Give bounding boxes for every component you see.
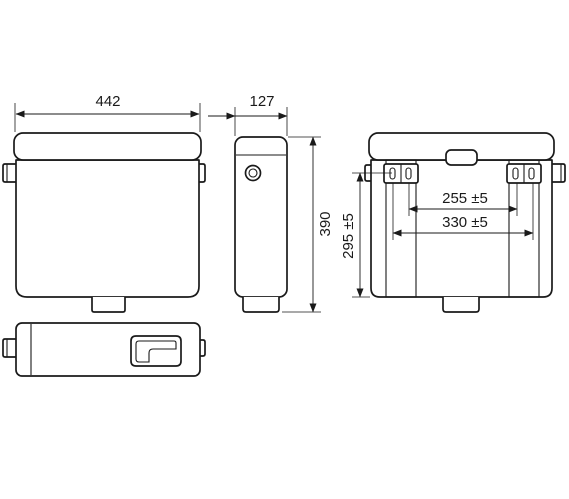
side-view: [234, 136, 288, 313]
front-cistern-lid: [13, 132, 202, 161]
width-dimension: 442: [14, 93, 201, 132]
inner-spacing-dimension: 255 ±5: [408, 183, 518, 216]
rear-left-bracket: [383, 163, 419, 184]
depth-label: 127: [249, 93, 274, 110]
rear-view: [364, 132, 566, 313]
rear-right-rail: [508, 159, 540, 298]
rear-right-inlet: [552, 163, 566, 183]
top-flush-button-inner: [135, 340, 177, 363]
front-left-inlet: [2, 163, 16, 183]
mount-height-label: 295 ±5: [340, 213, 357, 259]
top-left-inlet: [2, 338, 16, 358]
front-right-knob: [199, 163, 206, 183]
rear-lid-handle: [445, 149, 478, 166]
mount-height-dimension: 295 ±5: [340, 172, 392, 298]
outer-spacing-dimension: 330 ±5: [392, 183, 534, 240]
front-cistern-body: [15, 159, 200, 298]
rear-left-rail: [385, 159, 417, 298]
top-flush-button: [130, 335, 182, 367]
top-right-knob: [200, 339, 206, 357]
top-view: [2, 322, 206, 377]
width-label: 442: [95, 93, 120, 110]
side-cistern-body: [234, 136, 288, 298]
rear-outlet: [442, 297, 480, 313]
inner-spacing-label: 255 ±5: [442, 190, 488, 207]
depth-dimension: 127: [208, 93, 288, 136]
height-dimension: 390: [282, 136, 334, 313]
height-label: 390: [317, 211, 334, 236]
outer-spacing-label: 330 ±5: [442, 214, 488, 231]
side-outlet: [242, 297, 280, 313]
side-inlet-fitting: [244, 164, 262, 182]
front-view: [2, 132, 206, 313]
rear-right-bracket: [506, 163, 542, 184]
front-outlet: [91, 297, 126, 313]
